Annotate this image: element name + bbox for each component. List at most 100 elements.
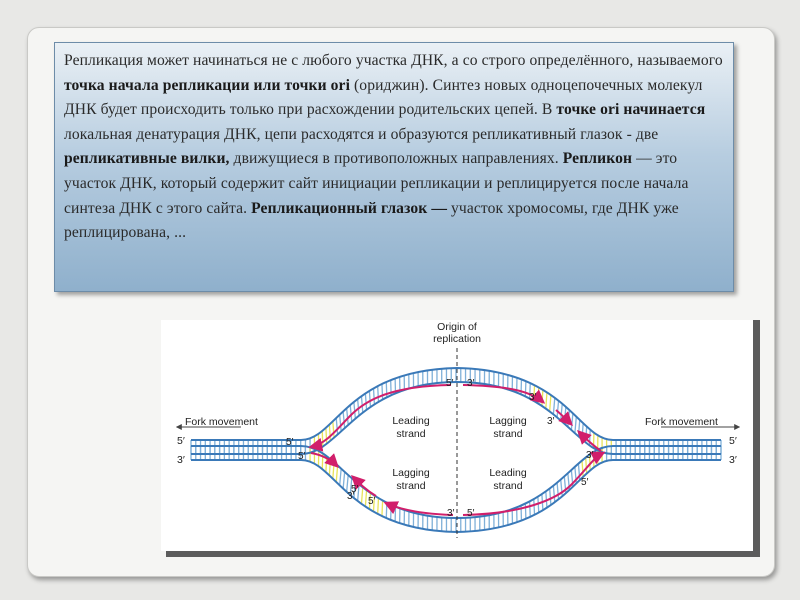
base-pair-rung [368, 492, 372, 510]
bold-term-bubble: Репликационный глазок — [251, 199, 448, 217]
strand-end-label: 5′ [467, 508, 475, 519]
base-pair-rung [372, 388, 376, 405]
strand-end-label: 5′ [298, 451, 306, 462]
lagging-fragment-bottom-3 [383, 501, 454, 516]
base-pair-rung [342, 411, 346, 429]
lagging-fragment-bottom-2 [351, 475, 377, 497]
figure-shadow-bottom [166, 551, 760, 557]
base-pair-rung [325, 427, 328, 444]
label-strand-bottom-right: strand [493, 480, 522, 492]
figure-shadow-right [753, 320, 760, 556]
text-segment: локальная денатурация ДНК, цепи расходят… [64, 125, 659, 143]
base-pair-rung [574, 416, 577, 434]
leading-strand-bottom-right [462, 451, 606, 516]
strand-end-label: 5′ [286, 437, 294, 448]
text-segment: движущиеся в противоположных направления… [229, 150, 563, 168]
end-label-left-bottom-3: 3′ [177, 454, 185, 466]
base-pair-rung [332, 421, 335, 438]
text-segment: — это участок ДНК, который содержит сайт… [64, 150, 689, 217]
base-pair-rung [556, 400, 560, 418]
strand-end-label: 3′ [547, 416, 555, 427]
replication-bubble-diagram: Origin of replication Fork movement Fork… [175, 321, 741, 538]
base-pair-rung [342, 471, 346, 489]
base-pair-rung [552, 485, 556, 503]
text-segment: (ориджин). Синтез новых одноцепочечных м… [64, 76, 703, 119]
text-box: Репликация может начинаться не с любого … [54, 42, 734, 292]
fork-label-right: Fork movement [645, 416, 718, 428]
base-pair-rung [545, 392, 548, 409]
end-label-right-top-5: 5′ [729, 435, 737, 447]
base-pair-rung [567, 409, 571, 427]
lagging-fragment-top-3 [577, 430, 602, 452]
base-pair-rung [528, 501, 531, 517]
lagging-fragment-bottom-1 [310, 452, 339, 468]
base-pair-rung [364, 490, 368, 507]
base-pair-rung [381, 383, 384, 400]
base-pair-rung [321, 430, 324, 447]
label-lagging-top: Lagging [489, 415, 527, 427]
figure-canvas: Origin of replication Fork movement Fork… [161, 320, 753, 551]
base-pair-rung [335, 465, 339, 483]
text-segment: участок хромосомы, где ДНК уже реплициро… [64, 199, 679, 242]
daughter-strand-bottom [191, 445, 721, 520]
text-segment: Репликация может начинаться не с любого … [64, 52, 723, 69]
strand-end-label: 3′ [586, 450, 594, 461]
base-pair-rung [345, 408, 349, 425]
base-pair-rung [537, 387, 540, 404]
strand-end-label: 5′ [368, 496, 376, 507]
base-pair-rung [364, 393, 368, 410]
fork-label-left: Fork movement [185, 416, 258, 428]
base-pair-rung [328, 424, 332, 441]
bold-term-forks: репликативные вилки, [64, 150, 230, 168]
base-pair-rung [332, 462, 335, 479]
base-pair-rung [349, 404, 353, 422]
strand-end-label: 3′ [467, 378, 475, 389]
base-pair-rung [381, 500, 384, 517]
bold-term-ori: точка начала репликации или точки ori [64, 76, 351, 94]
bold-term-ori-start: точке ori начинается [556, 101, 706, 119]
base-pair-rung [549, 394, 552, 412]
base-pair-rung [581, 460, 584, 477]
lagging-fragment-top-1 [462, 384, 546, 404]
leading-strand-top-left [308, 384, 452, 452]
base-pair-rung [339, 468, 342, 486]
paragraph: Репликация может начинаться не с любого … [64, 49, 724, 246]
base-pair-rung [570, 413, 574, 431]
strand-end-label: 3′ [529, 392, 537, 403]
end-label-left-top-5: 5′ [177, 435, 185, 447]
strand-end-label: 3′ [447, 508, 455, 519]
base-pair-rung [372, 495, 376, 512]
label-lagging-bottom: Lagging [392, 467, 430, 479]
base-pair-rung [585, 457, 588, 474]
base-pair-rung [524, 503, 527, 519]
end-label-right-bottom-3: 3′ [729, 454, 737, 466]
base-pair-rung [524, 381, 527, 397]
base-pair-rung [368, 390, 372, 408]
bold-term-replicon: Репликон [562, 150, 633, 168]
base-pair-rung [541, 389, 544, 406]
base-pair-rung [552, 397, 556, 415]
base-pair-rung [560, 479, 563, 497]
base-pair-rung [533, 499, 536, 515]
dna-strands [191, 366, 721, 534]
daughter-strand-top [191, 380, 721, 455]
label-strand-top-right: strand [493, 428, 522, 440]
base-pair-rung [549, 488, 552, 506]
base-pair-rung [560, 403, 563, 421]
label-leading-top: Leading [392, 415, 430, 427]
label-strand-bottom-left: strand [396, 480, 425, 492]
base-pair-rung [339, 414, 342, 432]
base-pair-rung [563, 406, 567, 424]
lagging-fragment-top-2 [555, 409, 573, 426]
label-leading-bottom: Leading [489, 467, 527, 479]
base-pair-rung [360, 487, 364, 504]
base-pair-rung [345, 475, 349, 492]
base-pair-rungs [190, 368, 722, 532]
strand-end-label: 3′ [347, 491, 355, 502]
label-strand-top-left: strand [396, 428, 425, 440]
base-pair-rung [335, 417, 339, 435]
new-strands [308, 384, 606, 516]
strand-end-label: 5′ [446, 378, 454, 389]
origin-label-line2: replication [433, 333, 481, 345]
replication-figure: Origin of replication Fork movement Fork… [161, 320, 760, 557]
